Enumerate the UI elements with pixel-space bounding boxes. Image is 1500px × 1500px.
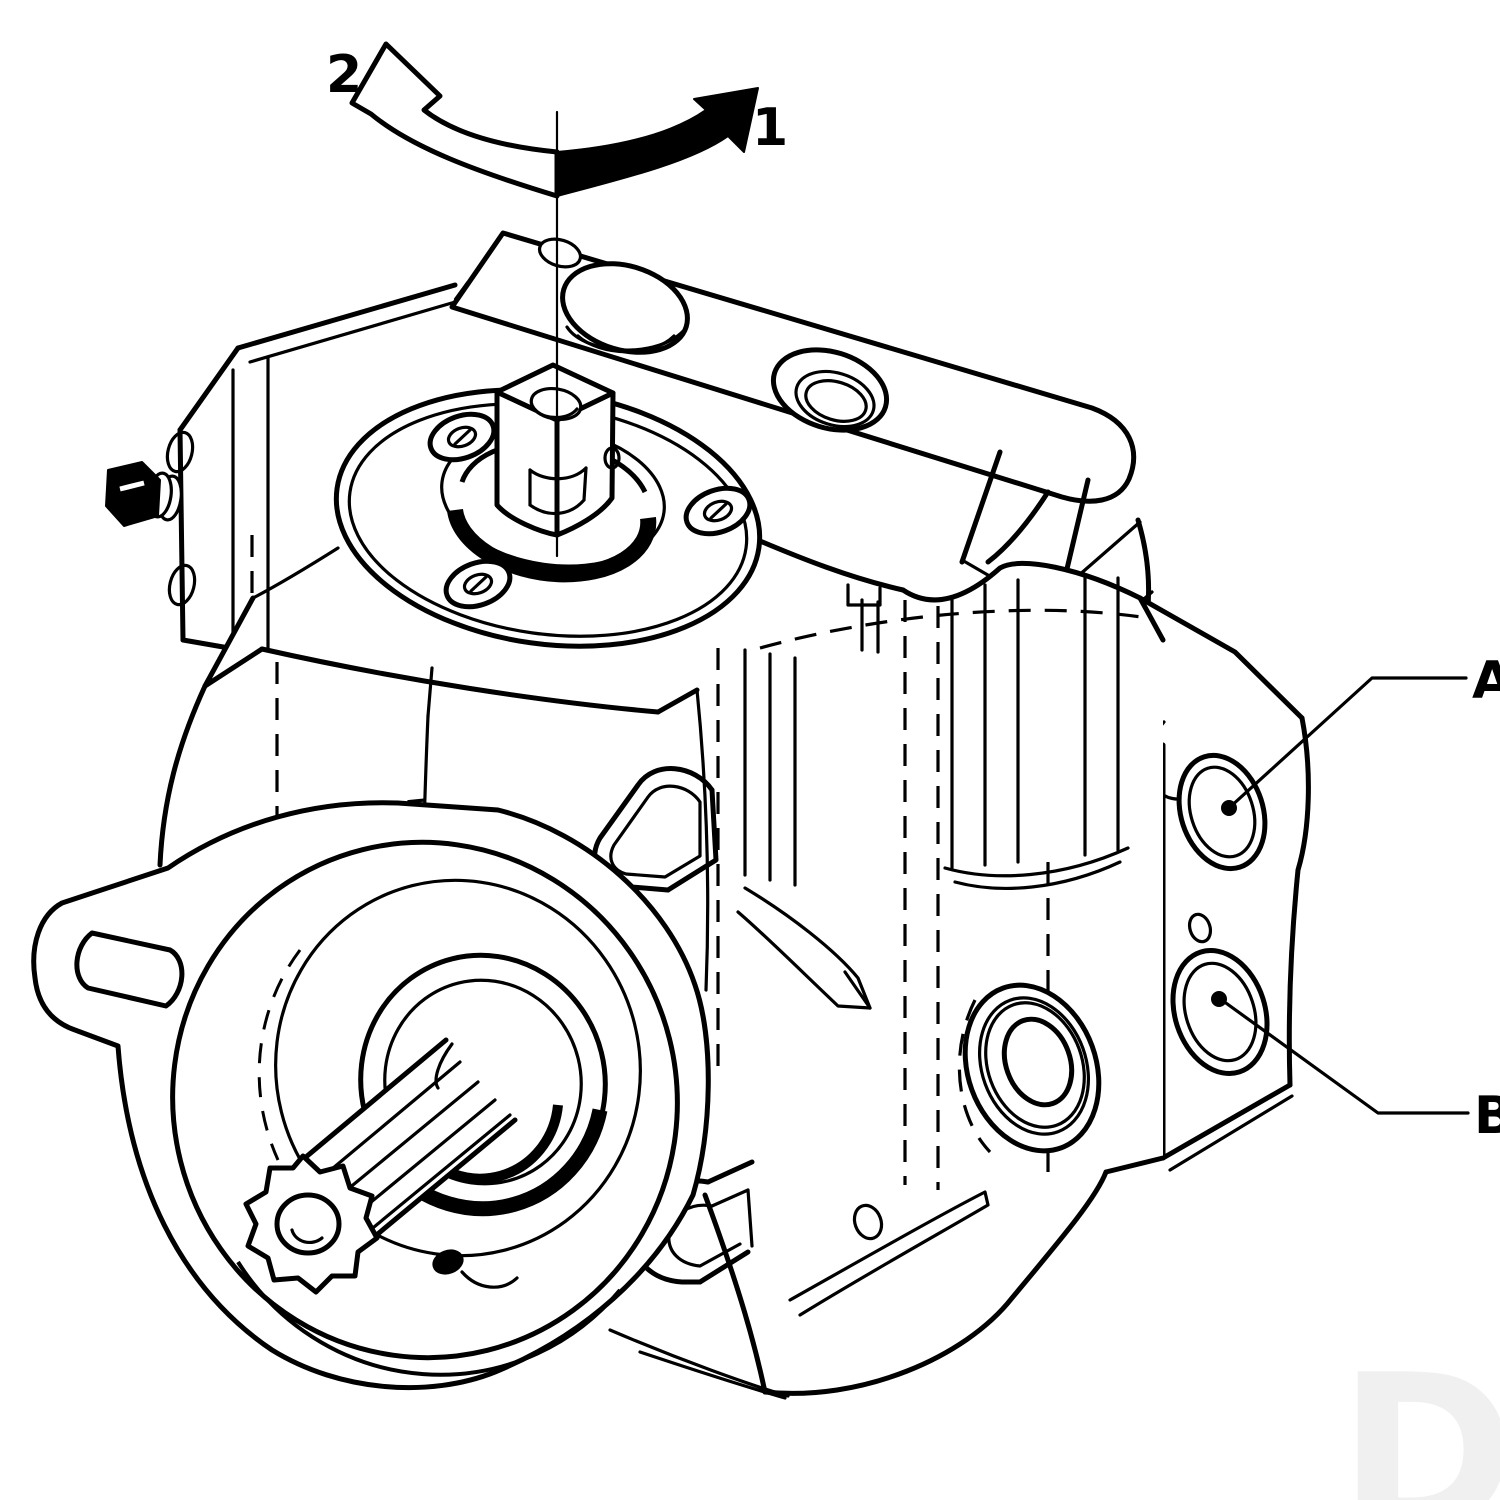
top-mounting-plate — [449, 230, 1137, 504]
plate-hole-right-boss — [770, 347, 890, 433]
flange-screw — [427, 411, 497, 463]
plate-hole-left — [560, 261, 690, 355]
port-block — [1137, 595, 1311, 1172]
front-mounting-flange — [31, 800, 711, 1391]
face-screw-dot — [432, 1249, 464, 1275]
port-b — [1170, 947, 1270, 1077]
square-drive-shaft — [494, 362, 621, 538]
port-label-a: A — [1472, 651, 1500, 711]
rotation-label-1: 1 — [752, 98, 788, 158]
mounting-foot — [608, 1159, 990, 1400]
side-port-boss — [957, 982, 1102, 1154]
callouts: A B — [1217, 651, 1500, 1146]
left-hex-plug-icon — [105, 461, 183, 527]
flange-screw — [443, 558, 513, 610]
flange-ear-slot — [74, 930, 185, 1009]
rotation-indicator: 2 1 — [326, 41, 788, 558]
leader-line-b — [1217, 996, 1470, 1115]
flange-screw — [683, 485, 753, 537]
rotation-label-2: 2 — [326, 45, 362, 105]
shaft-star-cap — [243, 1153, 380, 1295]
port-a — [1176, 752, 1268, 872]
port-label-b: B — [1474, 1086, 1500, 1146]
arrow-clockwise-icon — [556, 87, 759, 197]
watermark-letter: D — [1338, 1328, 1500, 1500]
leader-line-a — [1227, 676, 1468, 810]
left-end-block — [105, 282, 464, 655]
arrow-counterclockwise-icon — [349, 41, 560, 199]
top-shaft-flange — [333, 362, 763, 649]
gauge-port-hole — [1187, 912, 1213, 944]
